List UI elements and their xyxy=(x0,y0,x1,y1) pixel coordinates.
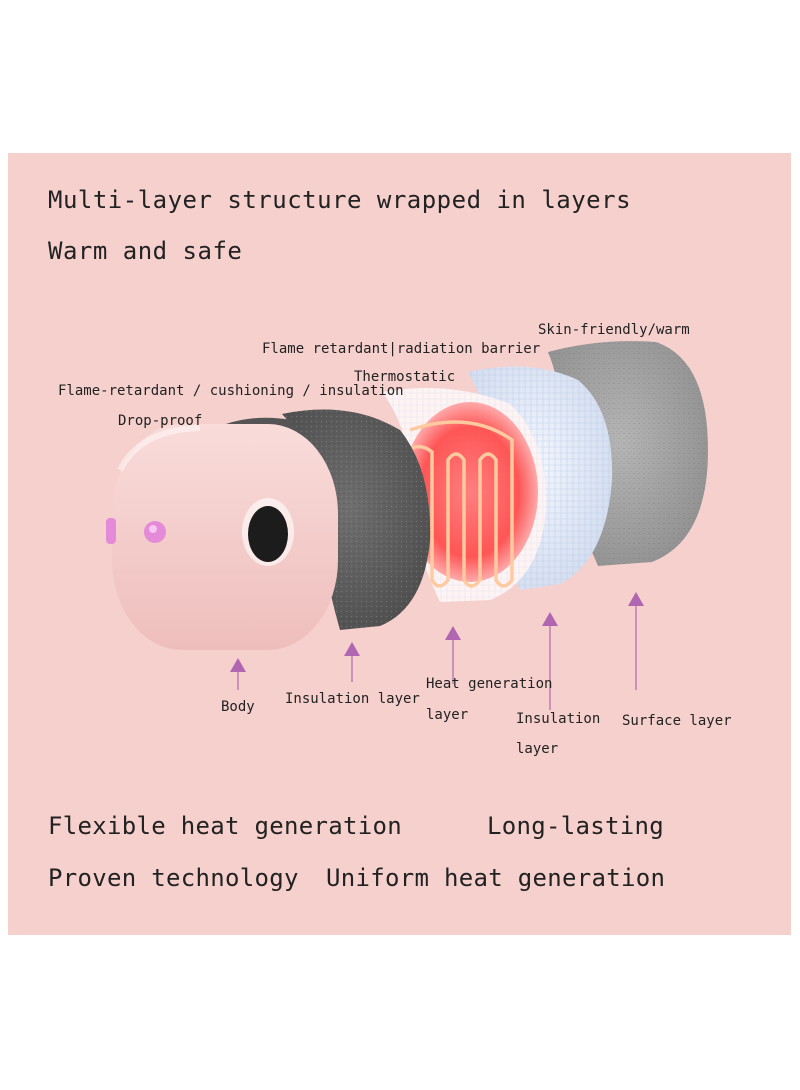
label-heat-generation-line-1: Heat generation xyxy=(426,676,553,692)
body-shell xyxy=(106,424,338,650)
feature-flexible-heat: Flexible heat generation xyxy=(48,812,402,840)
feature-long-lasting: Long-lasting xyxy=(487,812,664,840)
callout-thermostatic: Thermostatic xyxy=(354,369,456,385)
arrow-body xyxy=(230,658,246,690)
label-insulation-layer-2-line-1: Insulation xyxy=(516,711,601,727)
feature-uniform-heat: Uniform heat generation xyxy=(326,864,666,892)
headline-line-2: Warm and safe xyxy=(48,237,243,265)
callout-drop-proof: Drop-proof xyxy=(118,413,203,429)
arrow-heat-generation xyxy=(445,626,461,684)
label-heat-generation-line-2: layer xyxy=(426,707,469,723)
arrow-insulation-1 xyxy=(344,642,360,682)
label-body: Body xyxy=(221,699,255,715)
arrow-insulation-2 xyxy=(542,612,558,710)
label-insulation-layer-1: Insulation layer xyxy=(285,691,420,707)
label-insulation-layer-2-line-2: layer xyxy=(516,741,559,757)
callout-flame-cushion: Flame-retardant / cushioning / insulatio… xyxy=(58,383,404,399)
headline-line-1: Multi-layer structure wrapped in layers xyxy=(48,186,632,214)
callout-flame-radiation: Flame retardant|radiation barrier xyxy=(262,341,541,357)
label-arrows xyxy=(230,592,644,710)
label-surface-layer: Surface layer xyxy=(622,713,732,729)
feature-proven-technology: Proven technology xyxy=(48,864,299,892)
arrow-surface xyxy=(628,592,644,690)
callout-skin-friendly: Skin-friendly/warm xyxy=(538,322,690,338)
